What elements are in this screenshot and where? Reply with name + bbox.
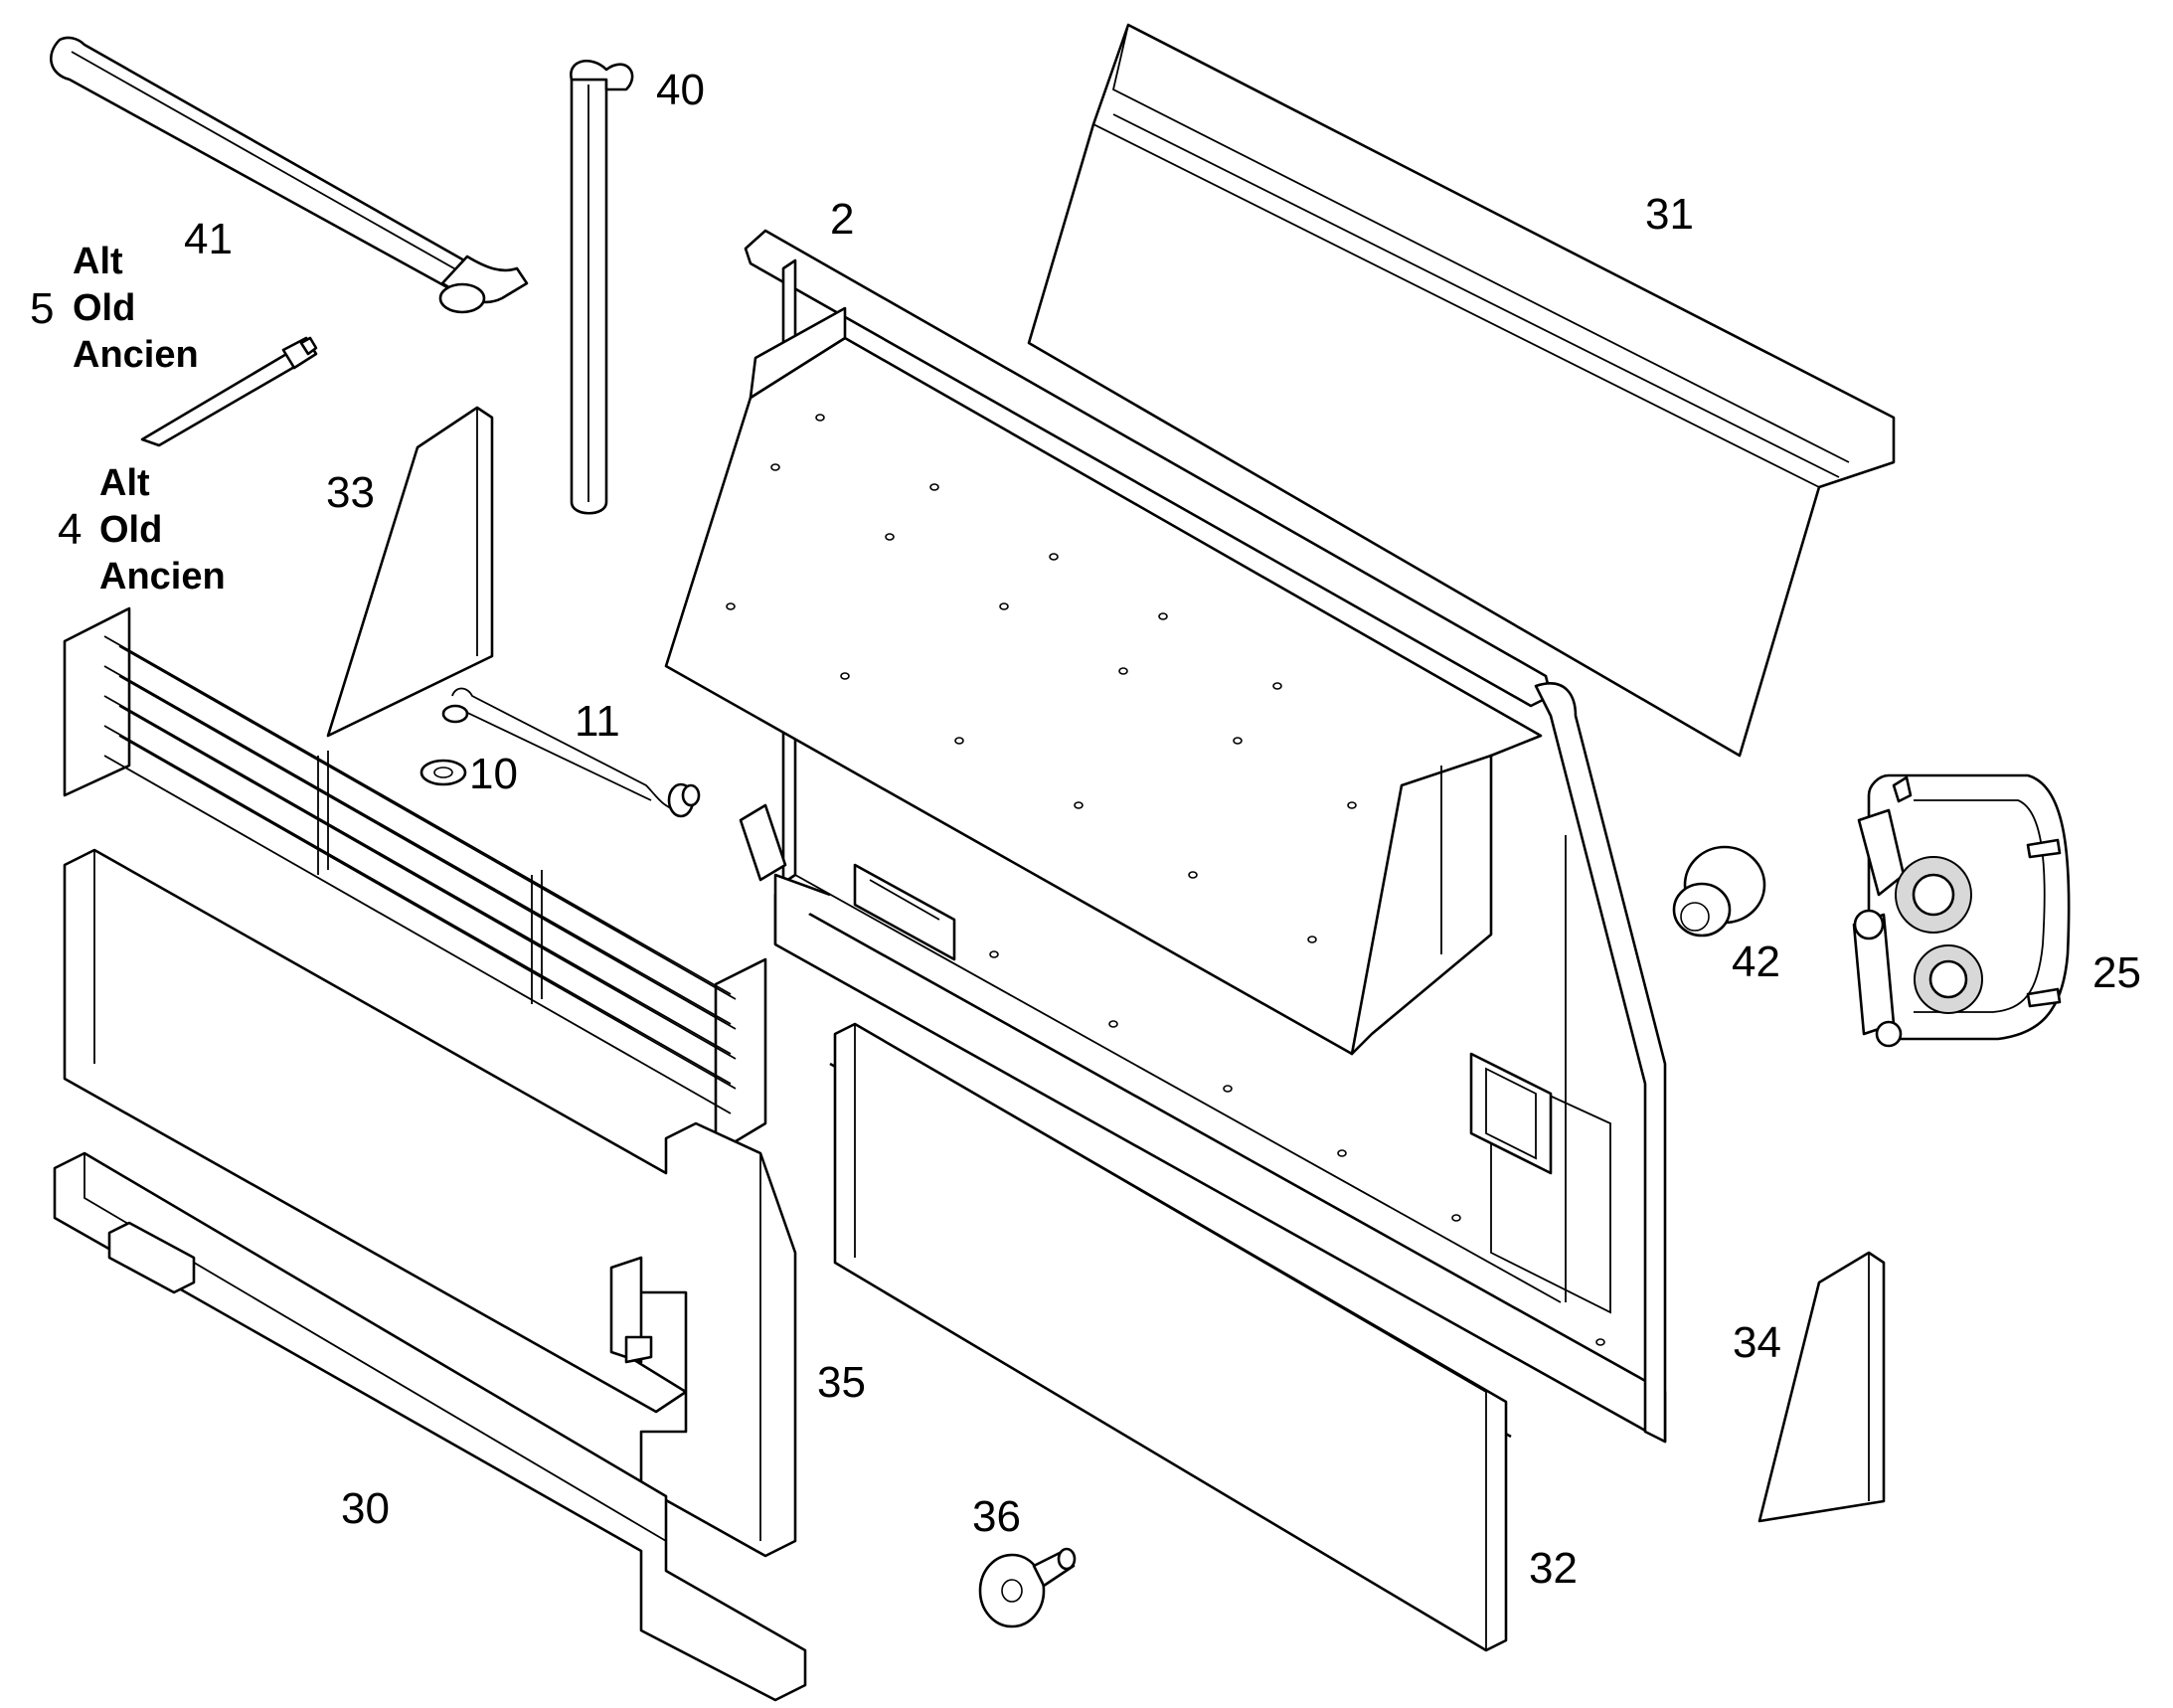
part-35-side-panel [63,848,797,1558]
label-part-33: 33 [326,468,375,517]
label-part-10: 10 [469,750,518,798]
note-4-ancien: Ancien [99,556,226,598]
note-5-old: Old [73,287,135,329]
label-part-32: 32 [1529,1544,1578,1593]
part-42-plug [1672,845,1766,938]
label-part-41: 41 [184,215,233,263]
note-5-ancien: Ancien [73,334,199,376]
part-41-seal-strip [50,36,529,314]
note-4-alt: Alt [99,462,150,504]
part-10-washer [419,759,467,786]
label-part-2: 2 [830,195,854,244]
label-part-30: 30 [341,1484,390,1533]
part-33-gusset [326,406,494,738]
part-30-kick-plate [53,1151,807,1702]
label-part-25: 25 [2092,948,2141,997]
part-4-grille [63,606,767,1155]
label-part-40: 40 [656,66,705,114]
part-36-knob [978,1547,1077,1628]
label-part-4: 4 [58,505,82,554]
part-2-main-frame [664,229,1667,1444]
label-part-34: 34 [1733,1318,1781,1367]
part-32-front-panel [833,1022,1508,1652]
label-part-5: 5 [30,284,54,333]
part-11-rod [441,687,701,818]
part-5-pin [140,336,318,447]
label-part-36: 36 [972,1492,1021,1541]
label-part-42: 42 [1732,938,1780,986]
part-40-vertical-seal [570,60,634,515]
note-5-alt: Alt [73,241,123,282]
part-25-motor-assembly [1852,773,2071,1048]
part-34-gusset [1757,1251,1886,1523]
note-4-old: Old [99,509,162,551]
label-part-35: 35 [817,1358,866,1407]
label-part-11: 11 [575,697,620,746]
part-31-top-cover [1027,23,1896,758]
label-part-31: 31 [1645,190,1694,239]
